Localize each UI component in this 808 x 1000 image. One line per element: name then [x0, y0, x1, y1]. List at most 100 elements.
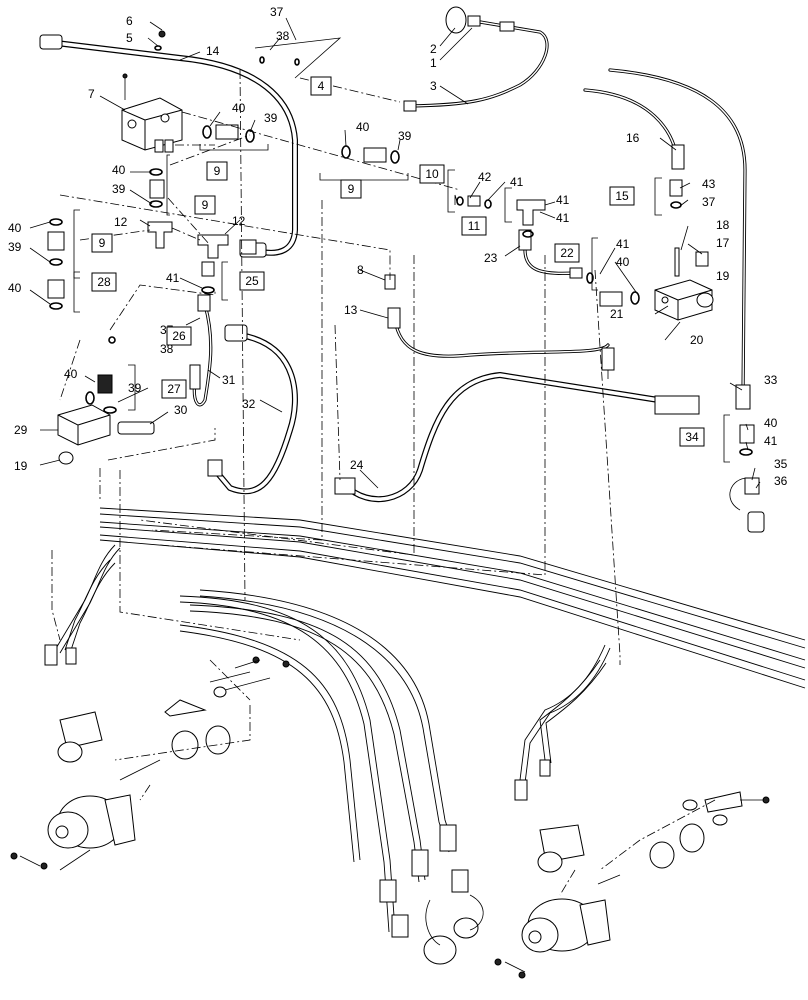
callout-40g: 40 [616, 255, 630, 269]
svg-text:15: 15 [615, 189, 629, 203]
callout-40c: 40 [112, 163, 126, 177]
left-motor-assembly [10, 656, 290, 871]
kit-22: 22 [554, 243, 580, 263]
callout-39a: 39 [264, 111, 278, 125]
callout-39e: 39 [128, 381, 142, 395]
hose-33 [608, 68, 751, 410]
valve-block-29 [57, 374, 155, 465]
callout-41b: 41 [510, 175, 524, 189]
svg-text:10: 10 [425, 167, 439, 181]
callout-7: 7 [88, 87, 95, 101]
callout-41e: 41 [616, 237, 630, 251]
kit-9c: 9 [91, 233, 113, 253]
kit-9d: 9 [340, 179, 362, 199]
callout-12b: 12 [232, 214, 246, 228]
hose-16 [583, 88, 685, 170]
svg-text:27: 27 [167, 382, 181, 396]
callout-37a: 37 [270, 5, 284, 19]
hose-24 [334, 347, 700, 503]
tee-fittings [47, 124, 755, 444]
callout-41d: 41 [556, 211, 570, 225]
right-branch-hoses [514, 644, 611, 801]
left-branch-hoses [44, 544, 121, 666]
callout-17: 17 [716, 236, 730, 250]
callout-35: 35 [774, 457, 788, 471]
kit-15: 15 [609, 186, 635, 206]
callout-12a: 12 [114, 215, 128, 229]
callout-18: 18 [716, 218, 730, 232]
tube-31 [189, 294, 213, 407]
callout-40f: 40 [64, 367, 78, 381]
kit-brackets [73, 37, 730, 463]
svg-text:22: 22 [560, 246, 574, 260]
callout-39b: 39 [398, 129, 412, 143]
kit-4: 4 [310, 76, 332, 96]
callout-39c: 39 [112, 182, 126, 196]
kit-11: 11 [461, 216, 487, 236]
kit-27: 27 [161, 379, 187, 399]
callout-43: 43 [702, 177, 716, 191]
callout-20: 20 [690, 333, 704, 347]
callout-33: 33 [764, 373, 778, 387]
leader-lines [29, 17, 761, 489]
valve-block-21 [654, 247, 714, 321]
callout-40b: 40 [356, 120, 370, 134]
callout-21: 21 [610, 307, 624, 321]
kit-25: 25 [239, 271, 265, 291]
frame-hose-bundle [99, 507, 806, 689]
kit-labels: 4 9 9 9 9 10 11 15 [91, 76, 705, 447]
valve-block-7 [121, 73, 183, 153]
svg-text:4: 4 [318, 79, 325, 93]
kit-34: 34 [679, 427, 705, 447]
callout-19a: 19 [716, 269, 730, 283]
tube-23 [518, 229, 583, 279]
svg-text:28: 28 [97, 275, 111, 289]
callout-13: 13 [344, 303, 358, 317]
callout-36: 36 [774, 474, 788, 488]
callout-14: 14 [206, 44, 220, 58]
callout-32: 32 [242, 397, 256, 411]
callout-1: 1 [430, 56, 437, 70]
callout-37c: 37 [702, 195, 716, 209]
dust-cap-35 [729, 477, 765, 533]
bottom-couplers [379, 824, 484, 965]
o-rings [49, 30, 753, 456]
kit-9a: 9 [206, 161, 228, 181]
callout-19b: 19 [14, 459, 28, 473]
callout-24: 24 [350, 458, 364, 472]
callout-6: 6 [126, 14, 133, 28]
svg-text:9: 9 [348, 182, 355, 196]
svg-text:9: 9 [99, 236, 106, 250]
callout-39d: 39 [8, 240, 22, 254]
callout-2: 2 [430, 42, 437, 56]
callout-3: 3 [430, 79, 437, 93]
kit-26: 26 [166, 326, 192, 346]
callout-40h: 40 [764, 416, 778, 430]
svg-text:11: 11 [468, 219, 481, 233]
phantom-lines [51, 69, 716, 896]
callout-8: 8 [357, 263, 364, 277]
callout-41a: 41 [166, 271, 180, 285]
svg-text:9: 9 [202, 198, 209, 212]
callout-5: 5 [126, 31, 133, 45]
callout-41f: 41 [764, 434, 778, 448]
callout-23: 23 [484, 251, 498, 265]
callout-30: 30 [174, 403, 188, 417]
callout-40a: 40 [232, 101, 246, 115]
callout-29: 29 [14, 423, 28, 437]
svg-text:9: 9 [214, 164, 221, 178]
callout-31: 31 [222, 373, 236, 387]
callout-40d: 40 [8, 221, 22, 235]
callout-40e: 40 [8, 281, 22, 295]
svg-text:34: 34 [685, 430, 699, 444]
callout-labels: 1 2 3 5 6 7 8 12 12 13 14 16 17 18 19 19… [8, 5, 788, 488]
callout-16: 16 [626, 131, 640, 145]
svg-text:25: 25 [245, 274, 259, 288]
callout-38a: 38 [276, 29, 290, 43]
right-motor-assembly [494, 791, 770, 979]
kit-9b: 9 [194, 195, 216, 215]
callout-42: 42 [478, 170, 492, 184]
svg-text:26: 26 [172, 329, 186, 343]
kit-28: 28 [91, 272, 117, 292]
